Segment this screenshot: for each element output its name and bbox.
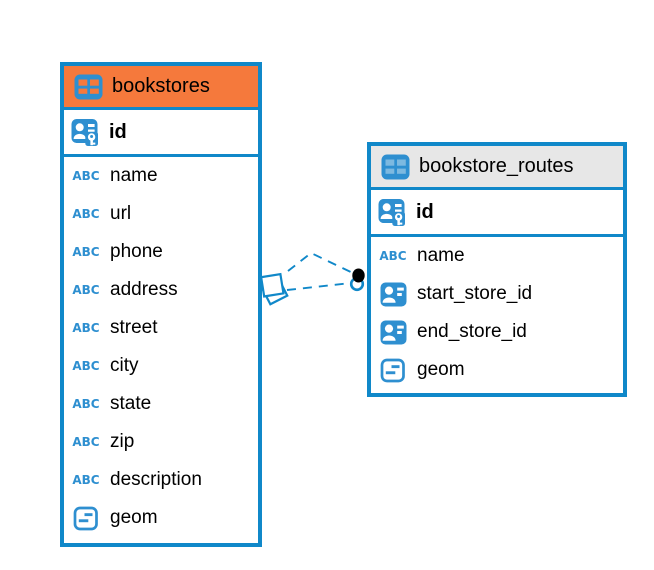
text-type-icon: ABC bbox=[72, 244, 100, 260]
column-row-id[interactable]: id bbox=[64, 110, 258, 157]
relationship-dot-marker bbox=[349, 268, 365, 292]
geometry-type-icon bbox=[71, 506, 101, 531]
table-node-bookstore-routes[interactable]: bookstore_routes id ABC name bbox=[367, 142, 627, 397]
table-name: bookstores bbox=[112, 75, 210, 97]
text-type-icon: ABC bbox=[72, 168, 100, 184]
column-name: id bbox=[416, 200, 434, 223]
text-type-icon: ABC bbox=[72, 396, 100, 412]
column-name: url bbox=[110, 203, 132, 224]
reference-user-icon bbox=[378, 282, 408, 307]
column-row-street[interactable]: ABC street bbox=[64, 309, 258, 347]
column-row-zip[interactable]: ABC zip bbox=[64, 423, 258, 461]
relationship-line-2[interactable] bbox=[286, 282, 352, 291]
column-name: city bbox=[110, 355, 139, 376]
column-name: id bbox=[109, 120, 127, 143]
column-name: street bbox=[110, 317, 158, 338]
column-row-geom[interactable]: geom bbox=[371, 351, 623, 389]
table-columns-list: id ABC name ABC url ABC phone ABC addres… bbox=[64, 110, 258, 540]
column-name: start_store_id bbox=[417, 283, 533, 304]
column-row-end_store_id[interactable]: end_store_id bbox=[371, 313, 623, 351]
primary-key-user-icon bbox=[377, 198, 407, 227]
column-name: description bbox=[110, 469, 202, 490]
text-type-icon: ABC bbox=[72, 282, 100, 298]
column-name: phone bbox=[110, 241, 163, 262]
text-type-icon: ABC bbox=[72, 358, 100, 374]
column-row-phone[interactable]: ABC phone bbox=[64, 233, 258, 271]
column-row-address[interactable]: ABC address bbox=[64, 271, 258, 309]
column-row-name[interactable]: ABC name bbox=[64, 157, 258, 195]
column-row-name[interactable]: ABC name bbox=[371, 237, 623, 275]
primary-key-user-icon bbox=[70, 118, 100, 147]
table-icon bbox=[380, 154, 410, 180]
relationship-line-1[interactable] bbox=[287, 251, 356, 275]
text-type-icon: ABC bbox=[379, 248, 407, 264]
table-name: bookstore_routes bbox=[419, 155, 574, 177]
column-row-url[interactable]: ABC url bbox=[64, 195, 258, 233]
column-row-state[interactable]: ABC state bbox=[64, 385, 258, 423]
text-type-icon: ABC bbox=[72, 206, 100, 222]
column-row-city[interactable]: ABC city bbox=[64, 347, 258, 385]
column-name: end_store_id bbox=[417, 321, 527, 342]
table-columns-list: id ABC name start_store_id end_store_id bbox=[371, 190, 623, 392]
column-name: name bbox=[110, 165, 158, 186]
geometry-type-icon bbox=[378, 358, 408, 383]
text-type-icon: ABC bbox=[72, 434, 100, 450]
table-node-bookstores[interactable]: bookstores id ABC name ABC url ABC phone bbox=[60, 62, 262, 547]
column-name: zip bbox=[110, 431, 135, 452]
relationship-squares-marker bbox=[259, 272, 289, 306]
column-name: geom bbox=[110, 507, 158, 528]
table-icon bbox=[73, 74, 103, 100]
column-row-geom[interactable]: geom bbox=[64, 499, 258, 537]
column-name: state bbox=[110, 393, 152, 414]
table-header[interactable]: bookstore_routes bbox=[371, 146, 623, 190]
table-header[interactable]: bookstores bbox=[64, 66, 258, 110]
column-row-start_store_id[interactable]: start_store_id bbox=[371, 275, 623, 313]
column-name: address bbox=[110, 279, 178, 300]
text-type-icon: ABC bbox=[72, 472, 100, 488]
column-name: geom bbox=[417, 359, 465, 380]
column-name: name bbox=[417, 245, 465, 266]
reference-user-icon bbox=[378, 320, 408, 345]
column-row-id[interactable]: id bbox=[371, 190, 623, 237]
text-type-icon: ABC bbox=[72, 320, 100, 336]
column-row-description[interactable]: ABC description bbox=[64, 461, 258, 499]
